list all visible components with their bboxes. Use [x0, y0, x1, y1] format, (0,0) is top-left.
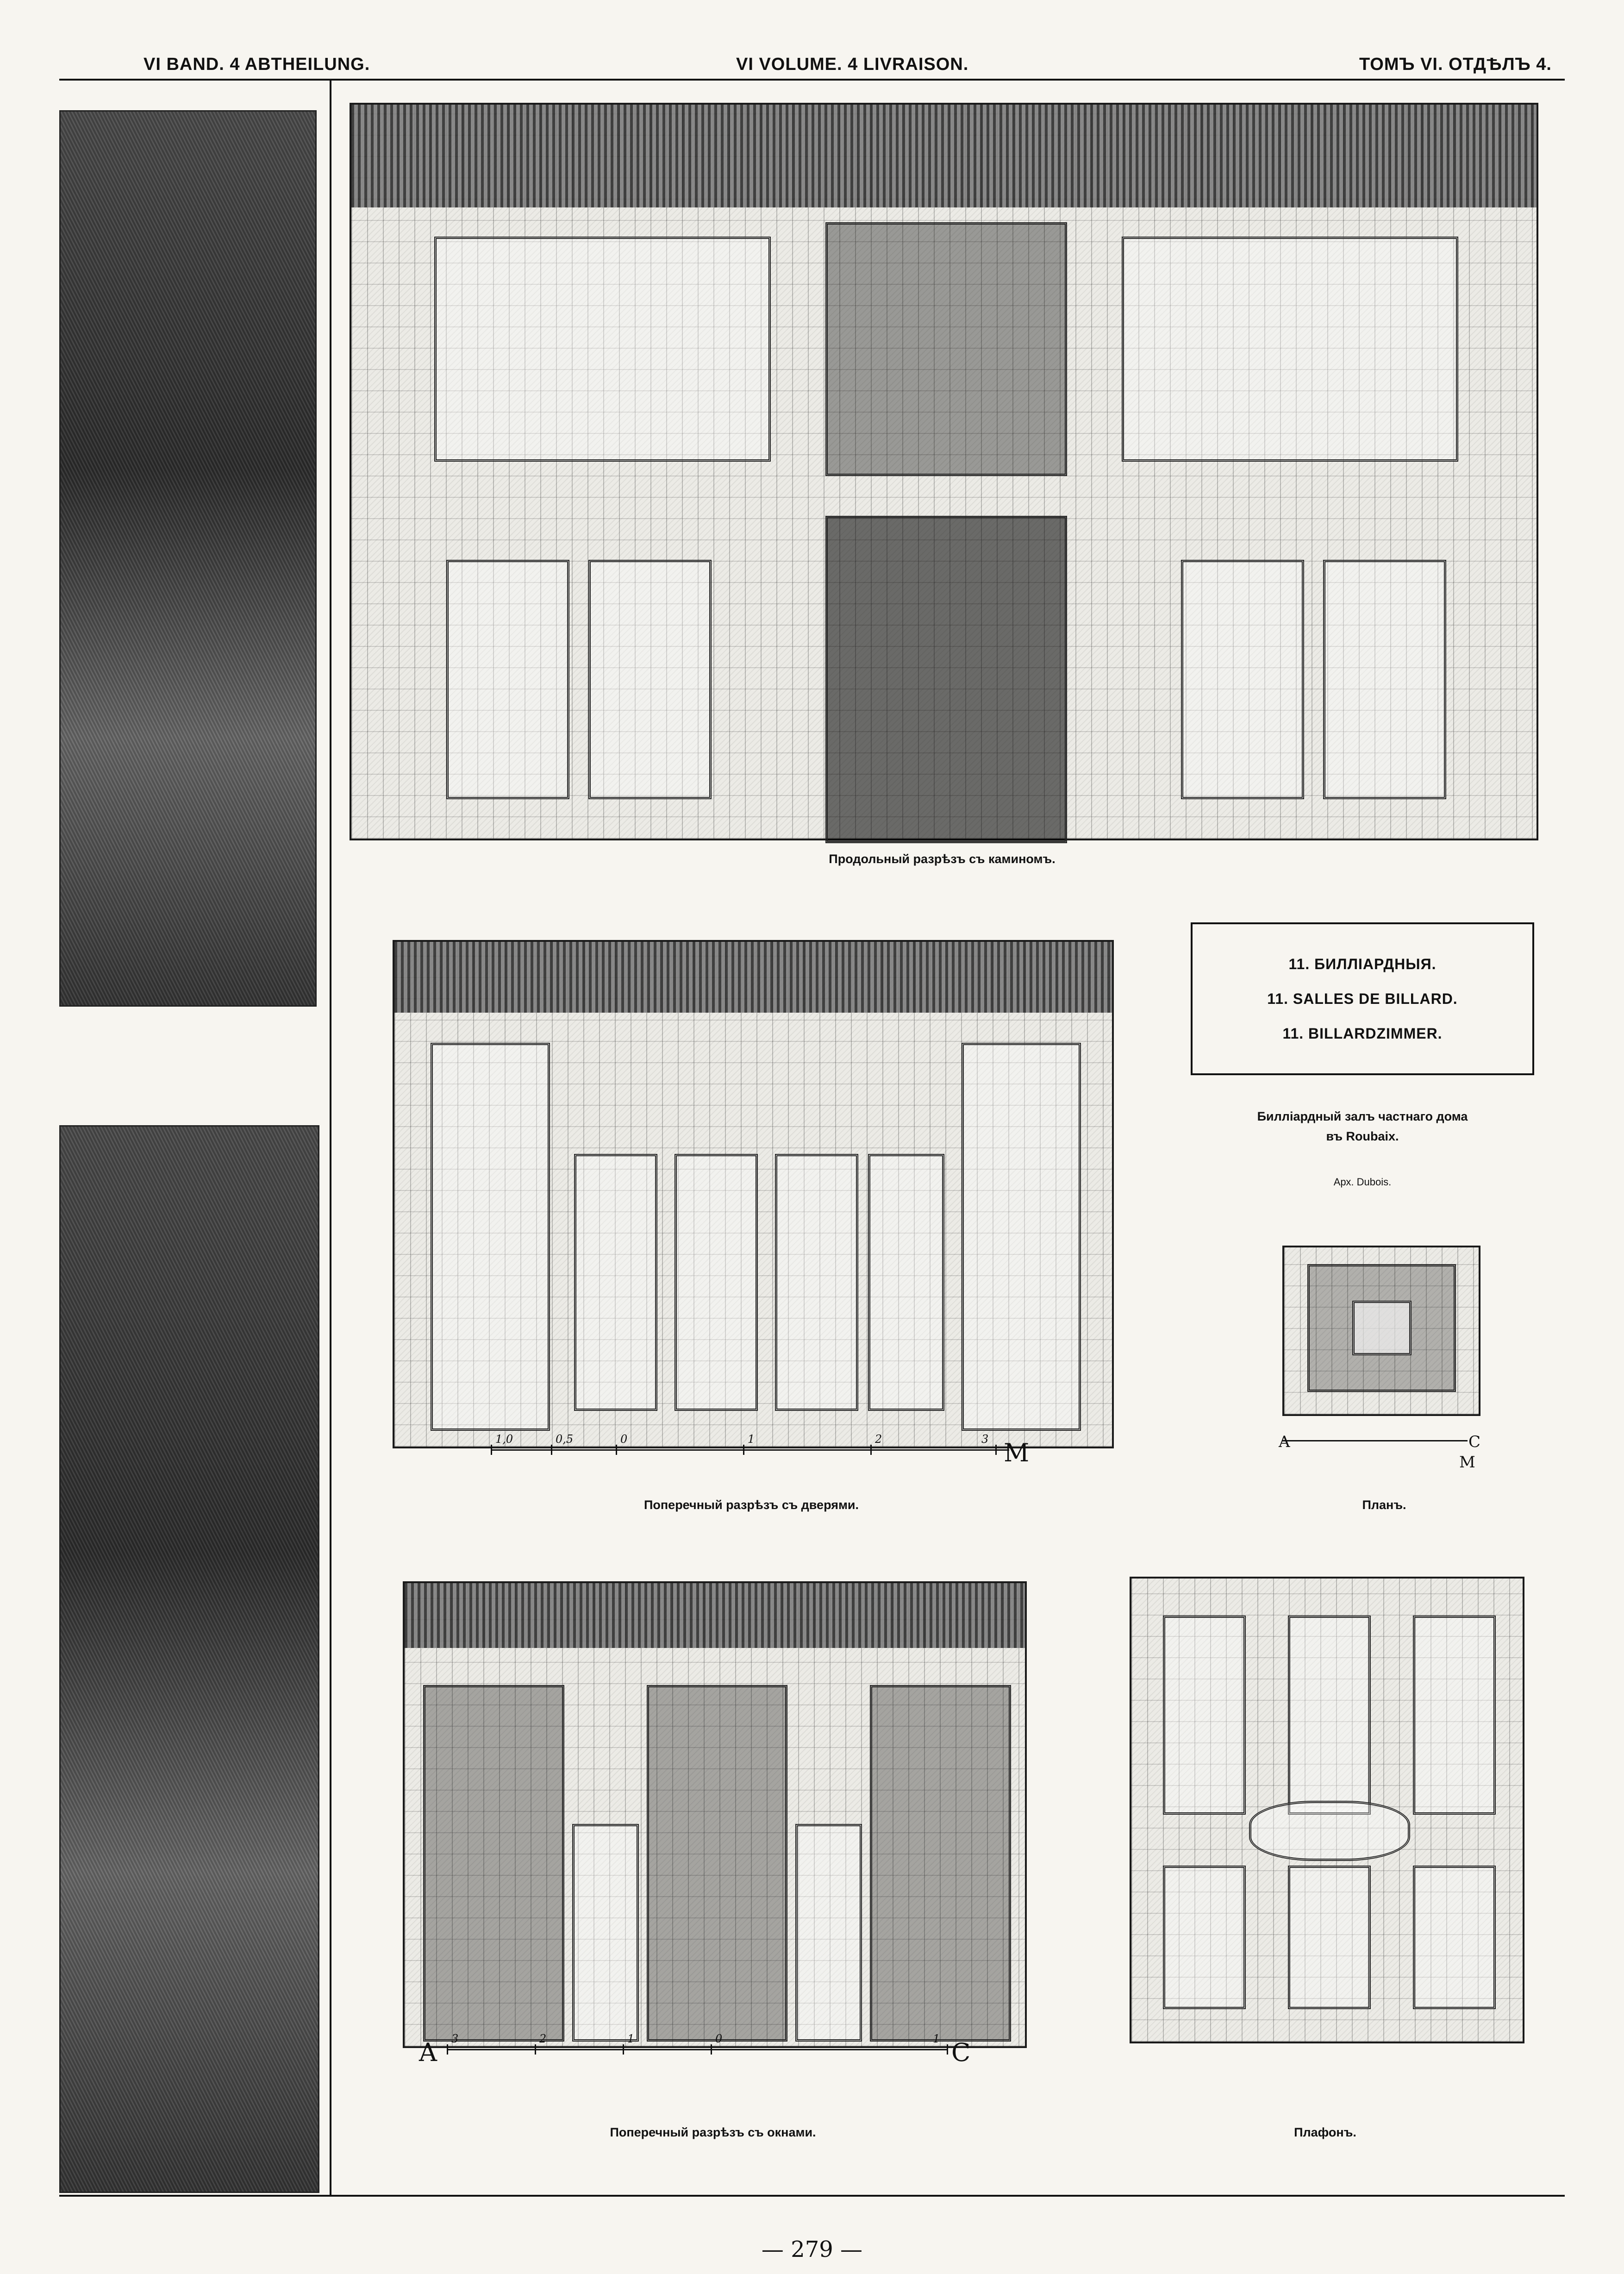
- drawing-door-section: [393, 940, 1114, 1448]
- scale-window-label-4: 0: [715, 2032, 723, 2045]
- scale-bar-window: A 3 2 1 0 1 C: [419, 2032, 974, 2067]
- scale-window-label-5: 1: [933, 2032, 940, 2045]
- caption-window-section: Поперечный разрѣзъ съ окнами.: [610, 2125, 816, 2139]
- description-line1: Билліардный залъ частнаго дома: [1257, 1109, 1468, 1123]
- scale-plan-unit: M: [1459, 1453, 1475, 1472]
- caption-ceiling: Плафонъ.: [1294, 2125, 1356, 2139]
- bottom-rule: [59, 2195, 1565, 2197]
- scale-window-start: A: [419, 2038, 437, 2067]
- scale-door-label-6: 3: [981, 1433, 989, 1446]
- scale-window-label-2: 2: [539, 2032, 547, 2045]
- drawing-fireplace-section: [350, 103, 1538, 843]
- title-box: 11. БИЛЛІАРДНЫЯ. 11. SALLES DE BILLARD. …: [1191, 922, 1534, 1075]
- description: Билліардный залъ частнаго дома въ Roubai…: [1191, 1107, 1534, 1146]
- scale-door-label-5: 2: [875, 1433, 882, 1446]
- header-left: VI BAND. 4 ABTHEILUNG.: [144, 55, 370, 74]
- scale-bar-door: 1,0 0,5 0 1 2 3 M: [491, 1433, 1037, 1467]
- photo-fireplace-corner: [59, 110, 317, 1007]
- header-right: ТОМЪ VI. ОТДѢЛЪ 4.: [1359, 55, 1552, 74]
- caption-plan: Планъ.: [1362, 1498, 1406, 1512]
- top-rule: [59, 79, 1565, 81]
- page-number: — 279 —: [761, 2236, 863, 2262]
- caption-door-section: Поперечный разрѣзъ съ дверями.: [643, 1498, 859, 1512]
- header-center: VI VOLUME. 4 LIVRAISON.: [736, 55, 969, 74]
- scale-plan-end: C: [1468, 1433, 1481, 1451]
- photo-billiard-room: [59, 1125, 319, 2193]
- description-line2: въ Roubaix.: [1326, 1129, 1399, 1144]
- drawing-window-section: [403, 1581, 1027, 2048]
- scale-window-label-1: 3: [451, 2032, 459, 2045]
- scale-door-label-2: 0,5: [556, 1433, 574, 1446]
- scale-window-label-3: 1: [627, 2032, 635, 2045]
- scale-window-end: C: [951, 2038, 971, 2067]
- title-ru: 11. БИЛЛІАРДНЫЯ.: [1288, 955, 1437, 972]
- caption-fireplace-section: Продольный разрѣзъ съ каминомъ.: [829, 852, 1056, 866]
- drawing-ceiling: [1130, 1577, 1524, 2043]
- scale-bar-plan: A C M: [1279, 1426, 1486, 1472]
- title-fr: 11. SALLES DE BILLARD.: [1267, 990, 1458, 1007]
- architect-credit: Арх. Dubois.: [1333, 1176, 1392, 1188]
- drawing-plan: [1282, 1246, 1480, 1416]
- title-de: 11. BILLARDZIMMER.: [1282, 1025, 1443, 1042]
- scale-door-unit: M: [1004, 1438, 1030, 1467]
- scale-plan-start: A: [1279, 1433, 1290, 1451]
- scale-door-label-3: 0: [620, 1433, 628, 1446]
- scale-door-label-1: 1,0: [495, 1433, 513, 1446]
- column-divider: [330, 80, 331, 2196]
- scale-door-label-4: 1: [748, 1433, 755, 1446]
